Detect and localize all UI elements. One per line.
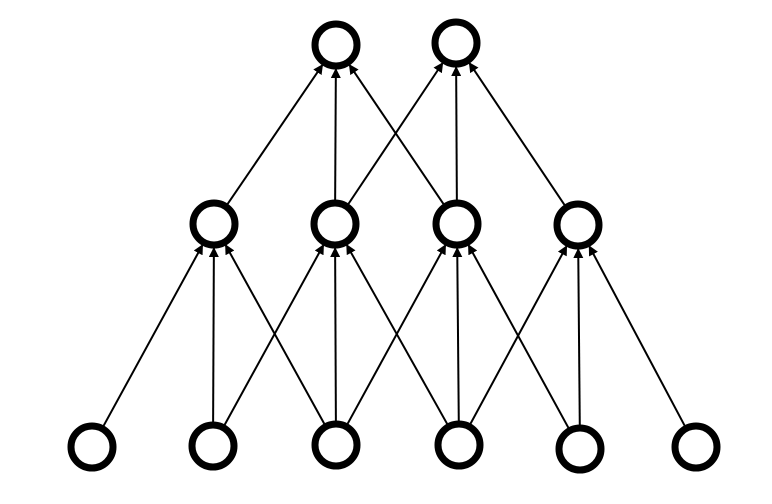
node-circle — [67, 422, 117, 472]
node-circle — [188, 421, 238, 471]
edge-b2-to-m1 — [208, 246, 219, 424]
node-circle — [431, 18, 481, 68]
node-circle — [434, 420, 484, 470]
node-circle — [671, 422, 721, 472]
node-bottom-b2 — [188, 421, 238, 471]
node-top-t1 — [311, 20, 361, 70]
edge-m3-to-t1 — [348, 63, 445, 206]
node-circle — [553, 200, 603, 250]
node-circle — [432, 199, 482, 249]
edge-m2-to-t2 — [346, 61, 445, 206]
node-middle-m4 — [553, 200, 603, 250]
edge-b4-to-m3 — [452, 246, 463, 423]
node-top-t2 — [431, 18, 481, 68]
node-circle — [310, 199, 360, 249]
node-middle-m2 — [310, 199, 360, 249]
nodes — [67, 18, 721, 474]
edge-m1-to-t1 — [226, 63, 324, 206]
node-circle — [311, 20, 361, 70]
edge-b3-to-m3 — [346, 243, 447, 426]
node-bottom-b5 — [555, 424, 605, 474]
node-bottom-b3 — [311, 420, 361, 470]
edge-m3-to-t2 — [451, 65, 462, 202]
edges — [102, 61, 687, 430]
node-circle — [189, 199, 239, 249]
node-middle-m1 — [189, 199, 239, 249]
node-bottom-b1 — [67, 422, 117, 472]
node-bottom-b6 — [671, 422, 721, 472]
edge-b1-to-m1 — [102, 243, 204, 428]
node-middle-m3 — [432, 199, 482, 249]
edge-m4-to-t2 — [467, 61, 567, 207]
edge-m2-to-t1 — [330, 67, 341, 202]
node-circle — [555, 424, 605, 474]
edge-b5-to-m4 — [573, 247, 584, 427]
edge-b6-to-m4 — [587, 244, 687, 428]
node-circle — [311, 420, 361, 470]
edge-b3-to-m2 — [330, 246, 341, 423]
edge-b2-to-m2 — [223, 243, 325, 427]
node-bottom-b4 — [434, 420, 484, 470]
edge-b4-to-m4 — [469, 244, 568, 426]
